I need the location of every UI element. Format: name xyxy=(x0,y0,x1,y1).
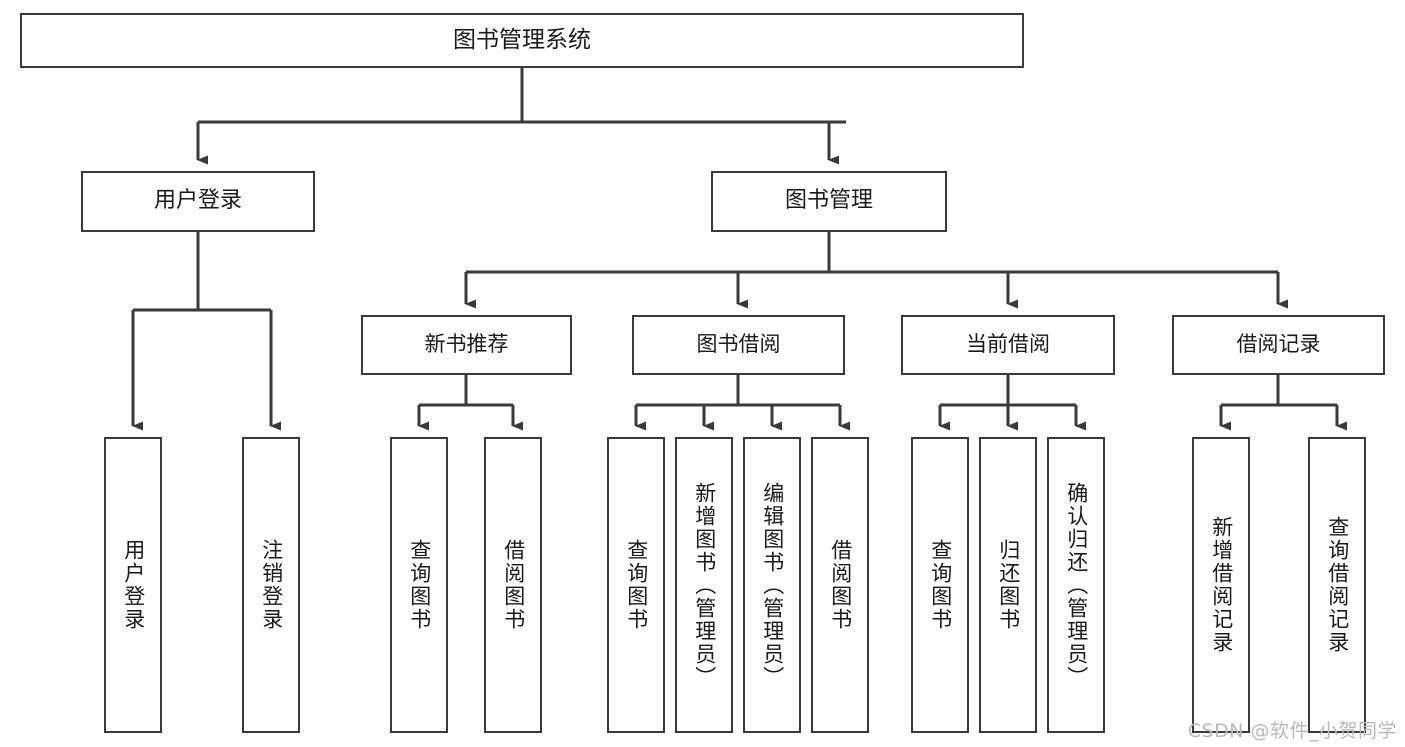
leaf-query-borrow-record[interactable]: 查询借阅记录 xyxy=(1308,437,1366,733)
leaf-query-book-new-recommend[interactable]: 查询图书 xyxy=(390,437,448,733)
node-borrow-record[interactable]: 借阅记录 xyxy=(1172,315,1385,375)
leaf-label: 编辑图书（管理员） xyxy=(760,481,785,689)
leaf-label: 归还图书 xyxy=(996,539,1021,631)
leaf-edit-book[interactable]: 编辑图书（管理员） xyxy=(743,437,801,733)
leaf-query-book-borrow[interactable]: 查询图书 xyxy=(607,437,665,733)
node-new-book-recommend[interactable]: 新书推荐 xyxy=(361,315,572,375)
leaf-label: 借阅图书 xyxy=(501,539,526,631)
edge-group-new-book-recommend xyxy=(417,375,523,431)
edge-group-root xyxy=(196,68,846,165)
leaf-label: 新增借阅记录 xyxy=(1209,516,1234,654)
edge-group-book-borrow xyxy=(634,375,850,431)
node-book-borrow[interactable]: 图书借阅 xyxy=(632,315,845,375)
leaf-user-login[interactable]: 用户登录 xyxy=(104,437,162,733)
leaf-query-book-current[interactable]: 查询图书 xyxy=(911,437,969,733)
leaf-label: 查询图书 xyxy=(624,539,649,631)
leaf-label: 新增图书（管理员） xyxy=(692,481,717,689)
leaf-label: 确认归还（管理员） xyxy=(1064,481,1089,689)
leaf-label: 查询借阅记录 xyxy=(1325,516,1350,654)
node-book-management[interactable]: 图书管理 xyxy=(711,171,947,232)
leaf-label: 用户登录 xyxy=(121,539,146,631)
edge-group-borrow-record xyxy=(1219,375,1347,431)
leaf-borrow-book-new-recommend[interactable]: 借阅图书 xyxy=(484,437,542,733)
node-user-login[interactable]: 用户登录 xyxy=(81,171,315,232)
leaf-label: 查询图书 xyxy=(407,539,432,631)
node-current-borrow[interactable]: 当前借阅 xyxy=(901,315,1115,375)
edge-group-current-borrow xyxy=(938,375,1086,431)
leaf-logout-login[interactable]: 注销登录 xyxy=(242,437,300,733)
edge-group-user-login xyxy=(131,232,281,431)
leaf-borrow-book[interactable]: 借阅图书 xyxy=(811,437,869,733)
watermark: CSDN @软件_小贺同学 xyxy=(1187,720,1397,742)
leaf-label: 查询图书 xyxy=(928,539,953,631)
leaf-add-borrow-record[interactable]: 新增借阅记录 xyxy=(1192,437,1250,733)
leaf-label: 借阅图书 xyxy=(828,539,853,631)
leaf-confirm-return[interactable]: 确认归还（管理员） xyxy=(1047,437,1105,733)
edge-group-book-management xyxy=(464,232,1288,309)
leaf-add-book[interactable]: 新增图书（管理员） xyxy=(675,437,733,733)
leaf-label: 注销登录 xyxy=(259,539,284,631)
node-root-system[interactable]: 图书管理系统 xyxy=(20,13,1024,68)
leaf-return-book[interactable]: 归还图书 xyxy=(979,437,1037,733)
